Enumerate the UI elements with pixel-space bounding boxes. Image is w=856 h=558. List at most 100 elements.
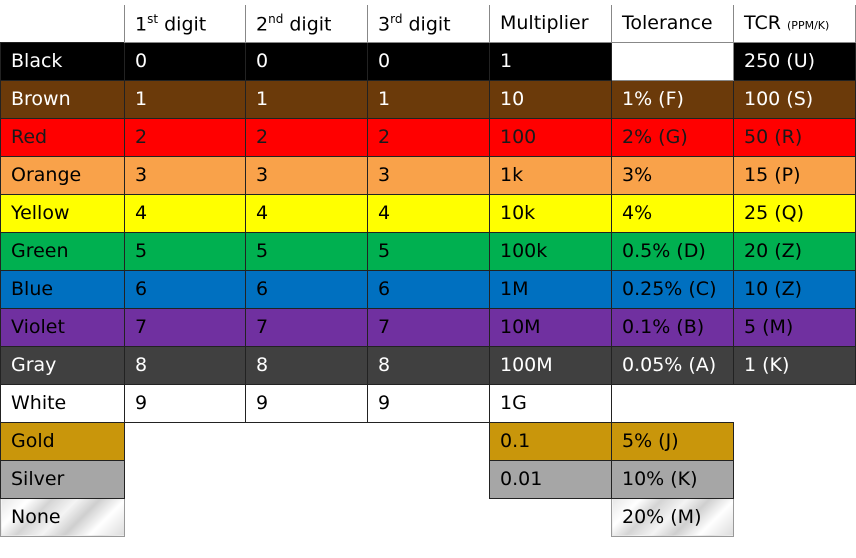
digit3-cell: 5 — [367, 231, 490, 271]
multiplier-cell: 1M — [489, 269, 612, 309]
digit2-cell: 4 — [245, 193, 368, 233]
digit3-cell: 2 — [367, 117, 490, 157]
digit2-cell — [245, 498, 368, 536]
color-name-cell: Gold — [0, 421, 125, 461]
digit1-cell: 6 — [124, 269, 246, 309]
color-name-cell: None — [0, 497, 125, 537]
tolerance-cell: 10% (K) — [611, 459, 734, 499]
header-digit3: 3rd digit — [367, 5, 490, 43]
multiplier-cell: 1 — [489, 41, 612, 81]
tcr-cell: 50 (R) — [733, 117, 856, 157]
digit2-cell: 2 — [245, 117, 368, 157]
color-name-cell: Brown — [0, 79, 125, 119]
multiplier-cell: 1G — [489, 383, 612, 423]
tolerance-cell: 2% (G) — [611, 117, 734, 157]
digit3-cell — [367, 422, 490, 460]
digit3-cell: 1 — [367, 79, 490, 119]
digit2-cell: 5 — [245, 231, 368, 271]
color-name-cell: Gray — [0, 345, 125, 385]
digit1-cell: 3 — [124, 155, 246, 195]
tolerance-cell: 0.1% (B) — [611, 307, 734, 347]
header-tolerance: Tolerance — [611, 5, 734, 43]
digit3-cell: 4 — [367, 193, 490, 233]
header-tcr: TCR (PPM/K) — [733, 5, 856, 43]
multiplier-cell: 100k — [489, 231, 612, 271]
digit2-cell: 1 — [245, 79, 368, 119]
digit1-cell: 8 — [124, 345, 246, 385]
tcr-cell: 25 (Q) — [733, 193, 856, 233]
digit1-cell: 5 — [124, 231, 246, 271]
color-name-cell: Green — [0, 231, 125, 271]
multiplier-cell: 10k — [489, 193, 612, 233]
digit1-cell: 2 — [124, 117, 246, 157]
digit2-cell: 6 — [245, 269, 368, 309]
header-digit1: 1st digit — [124, 5, 246, 43]
digit1-cell: 4 — [124, 193, 246, 233]
tolerance-cell: 3% — [611, 155, 734, 195]
tolerance-cell: 1% (F) — [611, 79, 734, 119]
digit3-cell: 8 — [367, 345, 490, 385]
tolerance-cell: 0.25% (C) — [611, 269, 734, 309]
digit1-cell: 0 — [124, 41, 246, 81]
multiplier-cell: 10 — [489, 79, 612, 119]
digit1-cell: 1 — [124, 79, 246, 119]
digit1-cell — [124, 460, 246, 498]
tcr-cell — [733, 460, 856, 498]
tolerance-cell — [611, 41, 734, 81]
digit3-cell: 3 — [367, 155, 490, 195]
color-name-cell: Orange — [0, 155, 125, 195]
tcr-cell: 1 (K) — [733, 345, 856, 385]
color-name-cell: Blue — [0, 269, 125, 309]
resistor-color-code-table: 1st digit 2nd digit 3rd digit Multiplier… — [0, 5, 856, 537]
tolerance-cell: 4% — [611, 193, 734, 233]
digit3-cell: 0 — [367, 41, 490, 81]
tcr-cell: 100 (S) — [733, 79, 856, 119]
multiplier-cell: 10M — [489, 307, 612, 347]
tcr-cell: 5 (M) — [733, 307, 856, 347]
tolerance-cell: 5% (J) — [611, 421, 734, 461]
color-name-cell: Silver — [0, 459, 125, 499]
color-name-cell: Black — [0, 41, 125, 81]
multiplier-cell: 0.1 — [489, 421, 612, 461]
digit3-cell: 6 — [367, 269, 490, 309]
header-row: 1st digit 2nd digit 3rd digit Multiplier… — [1, 5, 856, 43]
tcr-cell — [733, 422, 856, 460]
multiplier-cell: 100 — [489, 117, 612, 157]
digit3-cell — [367, 498, 490, 536]
digit3-cell: 7 — [367, 307, 490, 347]
color-name-cell: Red — [0, 117, 125, 157]
color-name-cell: Violet — [0, 307, 125, 347]
digit1-cell — [124, 422, 246, 460]
header-multiplier: Multiplier — [489, 5, 612, 43]
digit2-cell: 7 — [245, 307, 368, 347]
digit3-cell — [367, 460, 490, 498]
digit1-cell — [124, 498, 246, 536]
tcr-cell: 20 (Z) — [733, 231, 856, 271]
digit1-cell: 9 — [124, 383, 246, 423]
color-name-cell: Yellow — [0, 193, 125, 233]
tcr-cell — [733, 384, 856, 422]
tolerance-cell: 0.05% (A) — [611, 345, 734, 385]
multiplier-cell: 1k — [489, 155, 612, 195]
digit2-cell: 9 — [245, 383, 368, 423]
tolerance-cell — [611, 384, 734, 422]
tolerance-cell: 20% (M) — [611, 497, 734, 537]
multiplier-cell: 0.01 — [489, 459, 612, 499]
digit2-cell — [245, 460, 368, 498]
header-digit2: 2nd digit — [245, 5, 368, 43]
tcr-cell: 10 (Z) — [733, 269, 856, 309]
multiplier-cell: 100M — [489, 345, 612, 385]
digit2-cell: 0 — [245, 41, 368, 81]
digit2-cell — [245, 422, 368, 460]
digit3-cell: 9 — [367, 383, 490, 423]
